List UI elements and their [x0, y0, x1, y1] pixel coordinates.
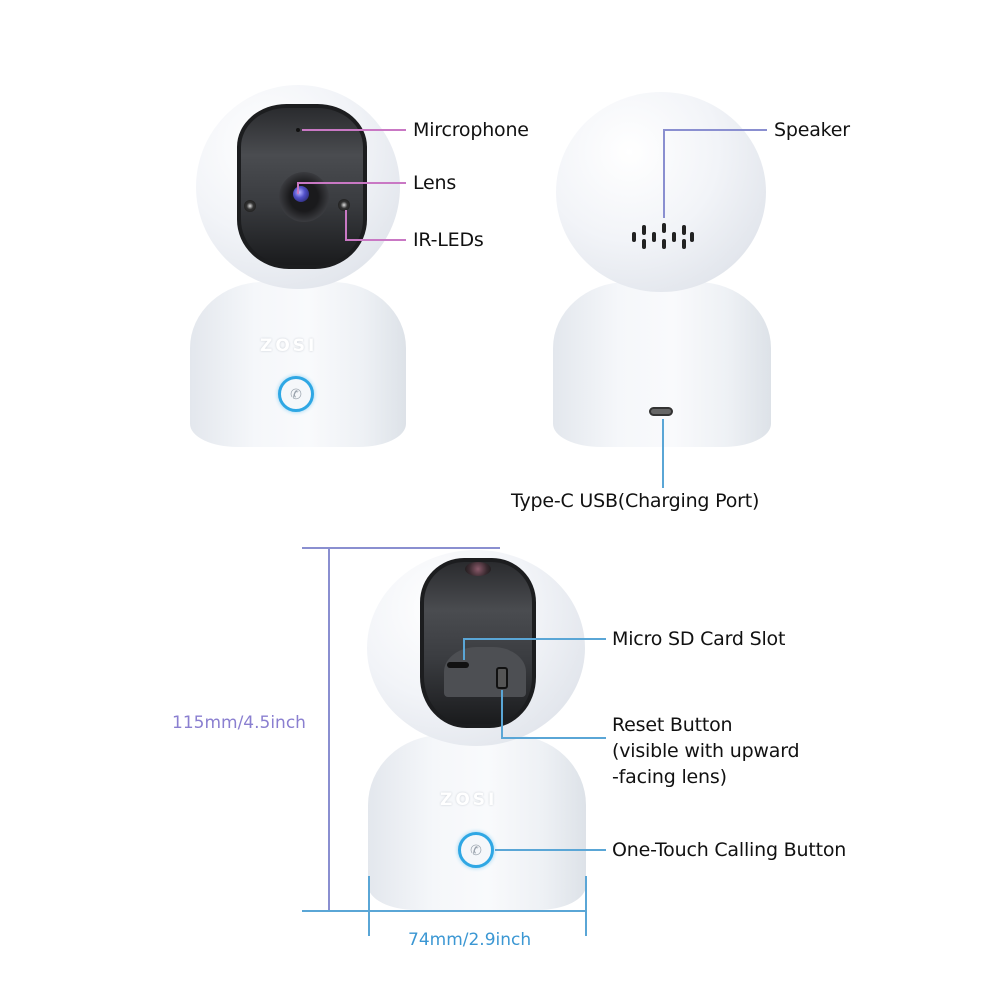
lens-icon — [293, 186, 309, 202]
phone-icon: ✆ — [290, 385, 302, 402]
speaker-callout-line-v — [663, 130, 665, 218]
usb-c-port-icon — [649, 407, 673, 416]
reset-button-icon — [496, 667, 508, 689]
camera-base — [368, 735, 586, 910]
upward-lens — [465, 562, 491, 576]
phone-icon: ✆ — [470, 841, 482, 858]
reset-callout-line-h — [501, 737, 606, 739]
callout-one-touch-call: One-Touch Calling Button — [612, 839, 847, 861]
sd-card-slot-icon — [447, 662, 469, 668]
lens-callout-line-v — [297, 182, 299, 194]
camera-visor — [237, 104, 367, 269]
height-dimension-line — [328, 547, 330, 910]
sd-callout-line-h — [463, 638, 606, 640]
width-dimension-left-tick — [368, 876, 370, 936]
lens-callout-line-h — [297, 182, 406, 184]
sd-callout-line-v — [463, 638, 465, 660]
call-callout-line — [495, 849, 606, 851]
speaker-callout-line-h — [663, 129, 767, 131]
callout-reset-button: Reset Button — [612, 714, 733, 736]
callout-reset-note-2: -facing lens) — [612, 766, 727, 788]
reset-callout-line-v — [501, 690, 503, 738]
microphone-callout-line — [302, 129, 406, 131]
ir-led-left-icon — [244, 200, 256, 212]
brand-logo: ZOSI — [260, 336, 318, 356]
sd-card-panel — [444, 647, 526, 697]
camera-head — [556, 92, 766, 292]
ir-callout-line-v — [345, 210, 347, 240]
camera-base — [190, 282, 406, 447]
height-dimension-label: 115mm/4.5inch — [172, 713, 306, 733]
callout-speaker: Speaker — [774, 119, 850, 141]
microphone-hole — [296, 128, 300, 132]
height-dimension-top-tick — [302, 547, 500, 549]
camera-visor — [420, 558, 536, 728]
call-button[interactable]: ✆ — [458, 832, 494, 868]
callout-usb-c: Type-C USB(Charging Port) — [511, 490, 760, 512]
call-button[interactable]: ✆ — [278, 376, 314, 412]
ir-callout-line-h — [345, 239, 406, 241]
callout-micro-sd-slot: Micro SD Card Slot — [612, 628, 786, 650]
callout-lens: Lens — [413, 172, 457, 194]
ir-led-right-icon — [338, 199, 350, 211]
width-dimension-label: 74mm/2.9inch — [408, 930, 532, 950]
usb-callout-line — [662, 419, 664, 488]
brand-logo: ZOSI — [440, 790, 498, 810]
callout-ir-leds: IR-LEDs — [413, 229, 484, 251]
callout-reset-note-1: (visible with upward — [612, 740, 800, 762]
speaker-grille-icon — [632, 222, 694, 252]
callout-microphone: Mircrophone — [413, 119, 529, 141]
height-dimension-bottom-tick — [302, 910, 586, 912]
width-dimension-right-tick — [585, 876, 587, 936]
